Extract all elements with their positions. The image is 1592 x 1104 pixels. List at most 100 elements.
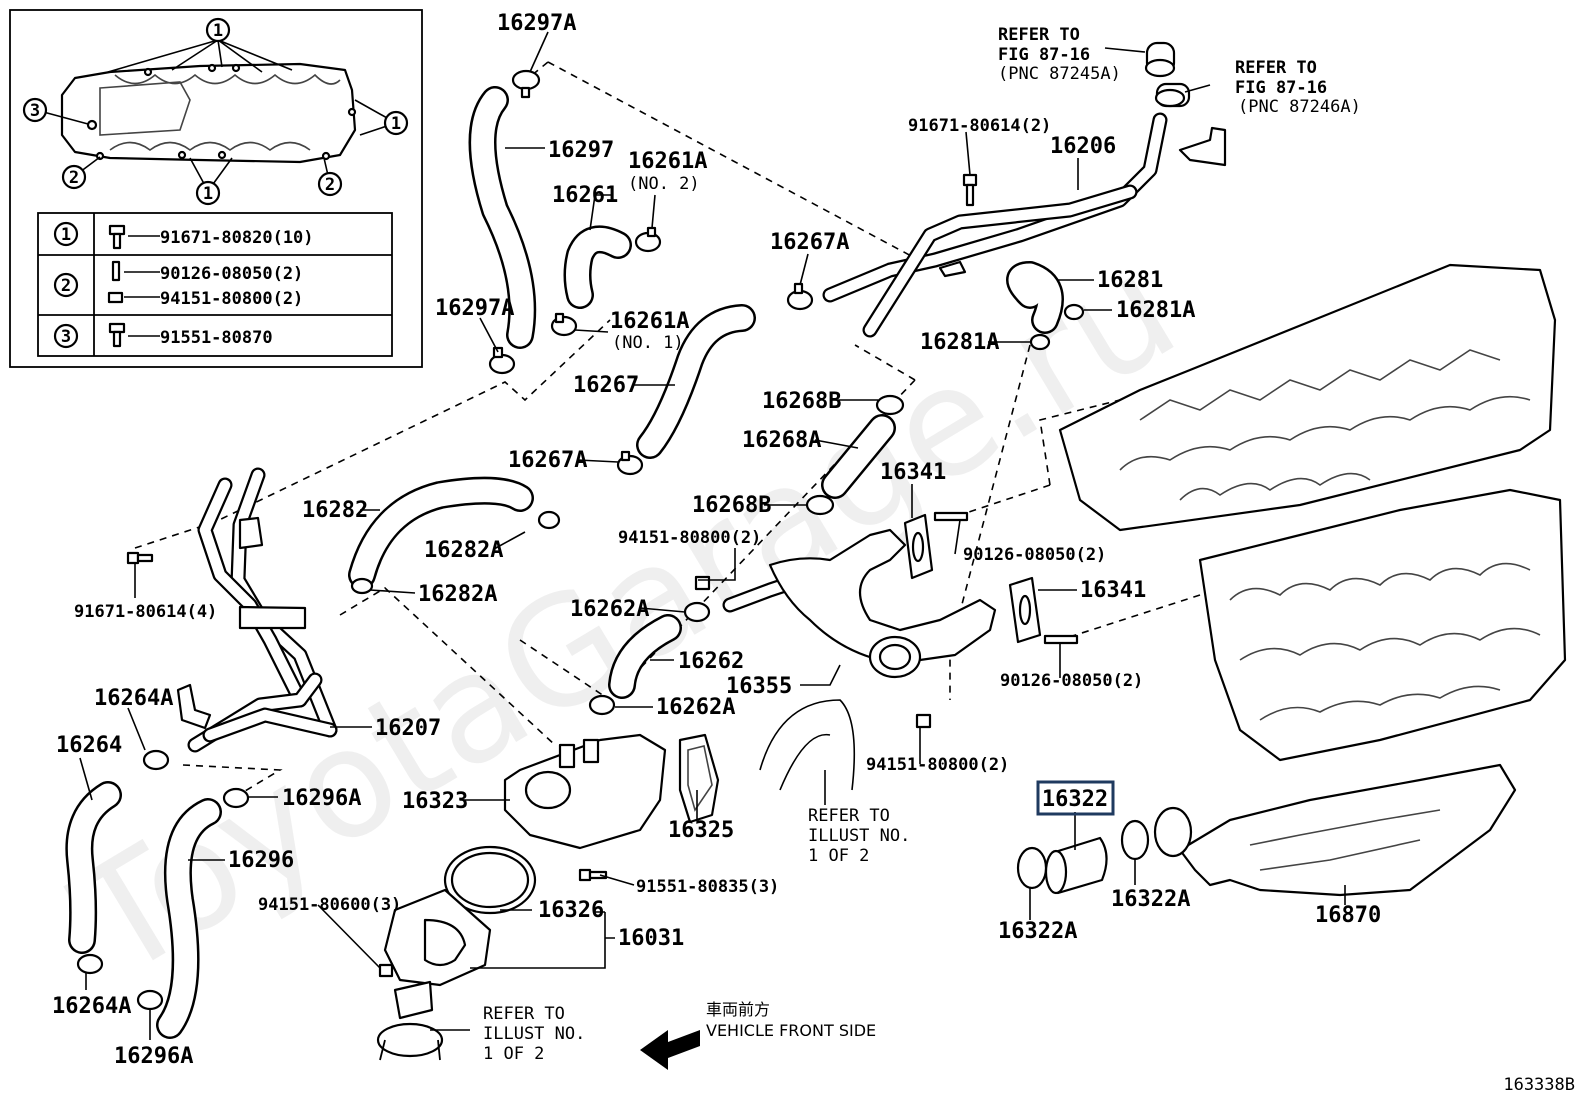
part-labels: 16297A 16297 16261 16261A (NO. 2) 16297A… (52, 11, 1381, 1069)
nut-icon (107, 291, 124, 304)
inset-callout-1-bottom: 1 (203, 184, 213, 204)
hose-refer-illust (759, 699, 856, 791)
gasket-16341-low (1008, 576, 1042, 644)
hoses (65, 86, 1064, 1039)
legend-num-1: 1 (61, 225, 71, 245)
clamp-16281A-l (1029, 333, 1051, 351)
clamp-16296A-low (136, 989, 164, 1011)
label-16341-low: 16341 (1080, 578, 1146, 603)
hose-16282 (348, 476, 534, 589)
refer-notes: REFER TO FIG 87-16 (PNC 87245A) REFER TO… (483, 25, 1361, 1064)
label-16322A-l: 16322A (998, 919, 1077, 944)
label-16261A-no1: 16261A (610, 309, 689, 334)
clamp-16262A-low (588, 694, 616, 716)
label-16268B-low: 16268B (692, 493, 771, 518)
figure-id: 163338B (1503, 1075, 1575, 1095)
stud-90126-top (933, 511, 969, 522)
refer-fig2-line1: REFER TO (1235, 58, 1317, 78)
bolt-91551 (578, 868, 608, 882)
clamp-16268B-low (805, 494, 835, 516)
label-16341-top: 16341 (880, 460, 946, 485)
clamp-16296A-top (222, 787, 250, 809)
clamp-16264A-top (142, 749, 170, 771)
water-inlet-16870 (1153, 763, 1517, 897)
hose-16297 (468, 86, 537, 349)
refer-fig1-line3: (PNC 87245A) (998, 64, 1121, 84)
label-94151-80800-low: 94151-80800(2) (866, 755, 1009, 775)
legend-part-94151-80800: 94151-80800(2) (160, 289, 303, 309)
leader-lines (79, 31, 1346, 1040)
bolt-icon (108, 224, 126, 250)
gasket-16325 (678, 733, 720, 824)
label-90126-08050-low: 90126-08050(2) (1000, 671, 1143, 691)
small-parts (76, 41, 1517, 1061)
clamp-16297A-low (488, 346, 516, 375)
hose-16268 (821, 414, 896, 499)
refer-illust1-line1: REFER TO (808, 806, 890, 826)
label-16206: 16206 (1050, 134, 1116, 159)
label-16262: 16262 (678, 649, 744, 674)
label-16268B-top: 16268B (762, 389, 841, 414)
refer-illust2-line3: 1 OF 2 (483, 1044, 544, 1064)
clamp-16281A-r (1063, 303, 1085, 321)
label-16297A-low: 16297A (435, 296, 514, 321)
highlight-box-16322 (1036, 780, 1115, 816)
hose-16261 (563, 225, 632, 309)
front-arrow-icon (640, 1030, 700, 1070)
clamp-16262A-top (683, 601, 711, 623)
bolt-91671-top (962, 173, 978, 207)
inset-callout-2-left: 2 (69, 168, 79, 188)
pipe-16322 (1044, 836, 1108, 895)
refer-illust2-line2: ILLUST NO. (483, 1024, 585, 1044)
label-no2: (NO. 2) (628, 174, 700, 194)
label-16281: 16281 (1097, 268, 1163, 293)
bolt-icon (108, 322, 126, 348)
label-16355: 16355 (726, 674, 792, 699)
label-16262A-top: 16262A (570, 597, 649, 622)
bolt-91671-left (126, 551, 154, 565)
label-90126-08050-top: 90126-08050(2) (963, 545, 1106, 565)
nut-94151-mid (694, 575, 711, 591)
label-16296A-low: 16296A (114, 1044, 193, 1069)
clamp-16261A-no1 (550, 312, 578, 337)
o-ring-16322A-l (1016, 846, 1048, 890)
label-16322A-r: 16322A (1111, 887, 1190, 912)
inset-frame (9, 9, 423, 368)
refer-fig2-line2: FIG 87-16 (1235, 78, 1327, 98)
clamp-16267A-low (616, 450, 644, 476)
direction-label-jp: 車両前方 (706, 1000, 770, 1019)
inset-callout-3: 3 (30, 101, 40, 121)
label-16323: 16323 (402, 789, 468, 814)
refer-illust2-line1: REFER TO (483, 1004, 565, 1024)
hose-16264 (65, 781, 122, 954)
hose-16296 (156, 798, 222, 1039)
pipe-16355 (722, 528, 997, 679)
pipe-16207 (176, 467, 338, 753)
label-91671-80614-top: 91671-80614(2) (908, 116, 1051, 136)
clamp-16282A-l (350, 577, 374, 595)
label-94151-80600: 94151-80600(3) (258, 895, 401, 915)
refer-fig2-line3: (PNC 87246A) (1238, 97, 1361, 117)
label-16870: 16870 (1315, 903, 1381, 928)
label-16262A-low: 16262A (656, 695, 735, 720)
label-16261A-no2: 16261A (628, 149, 707, 174)
label-16261: 16261 (552, 183, 618, 208)
clamp-16282A-r (537, 510, 561, 530)
label-16326: 16326 (538, 898, 604, 923)
label-16281A-l: 16281A (920, 330, 999, 355)
stud-90126-low (1043, 634, 1079, 645)
clamp-16267A-top (786, 282, 814, 311)
refer-fig1-line1: REFER TO (998, 25, 1080, 45)
grouping-dashed-lines (134, 61, 1201, 801)
inset-panel: 1 1 1 2 2 3 1 2 3 91671-80820(10) 90126-… (9, 9, 423, 368)
stud-icon (111, 260, 121, 282)
nut-94151-low (915, 713, 932, 729)
thermostat-16031 (376, 888, 492, 1061)
cylinder-heads (1058, 263, 1567, 762)
label-16282A-r: 16282A (424, 538, 503, 563)
label-16281A-r: 16281A (1116, 298, 1195, 323)
hose-16281 (1006, 261, 1064, 334)
label-16282A-l: 16282A (418, 582, 497, 607)
label-16267A-low: 16267A (508, 448, 587, 473)
